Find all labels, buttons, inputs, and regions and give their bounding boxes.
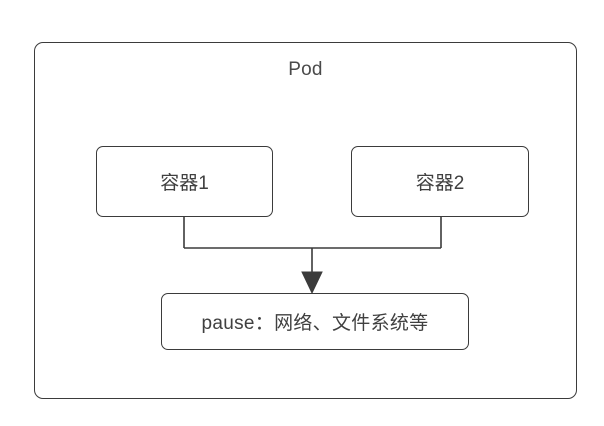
node-container1: 容器1	[96, 146, 273, 217]
pod-title-label: Pod	[288, 59, 323, 80]
node-container1-label: 容器1	[160, 173, 209, 194]
node-pause-label: pause：网络、文件系统等	[201, 313, 429, 334]
node-pause: pause：网络、文件系统等	[161, 293, 469, 350]
node-container2: 容器2	[351, 146, 529, 217]
node-container2-label: 容器2	[415, 173, 465, 194]
